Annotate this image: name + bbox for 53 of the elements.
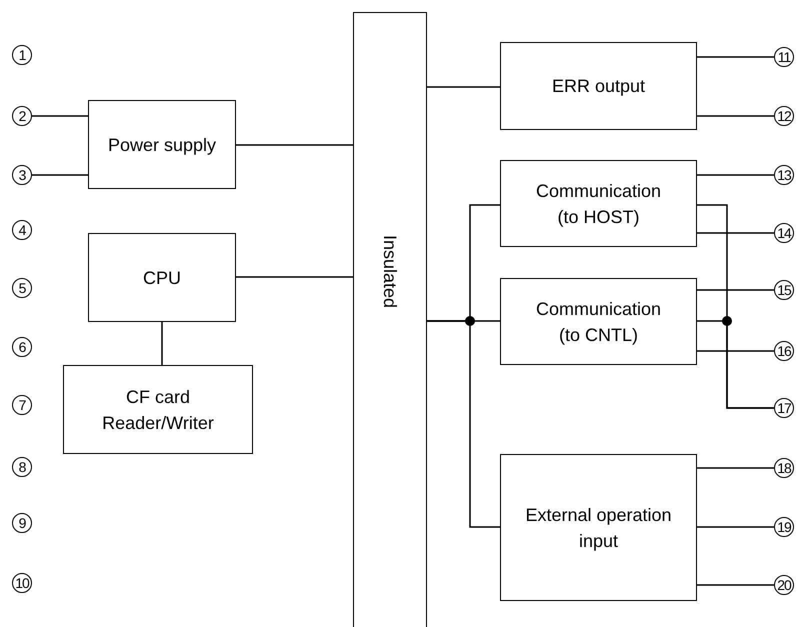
terminal-number: 5	[18, 281, 26, 295]
terminal-number: 1	[18, 48, 26, 62]
process-box	[500, 278, 697, 365]
connector-line	[697, 174, 774, 176]
process-box	[88, 233, 236, 322]
terminal-number: 12	[777, 109, 791, 123]
terminal-number: 6	[18, 340, 26, 354]
process-box	[63, 365, 253, 454]
process-box	[88, 100, 236, 189]
box-label: ERR output	[552, 75, 646, 98]
connector-line	[697, 232, 774, 234]
process-box	[500, 42, 697, 130]
box-label: Power supply	[108, 134, 216, 157]
terminal-number: 8	[18, 460, 26, 474]
connector-line	[427, 86, 500, 88]
terminal-number: 13	[777, 168, 791, 182]
terminal-number: 19	[777, 520, 791, 534]
connector-line	[697, 526, 774, 528]
box-label: CF card Reader/Writer	[101, 386, 215, 434]
box-label: Communication (to CNTL)	[534, 298, 662, 347]
connector-line	[236, 276, 353, 278]
terminal-number: 7	[18, 398, 26, 412]
terminal-number: 3	[18, 168, 26, 182]
band-label: Insulated	[380, 234, 402, 308]
connector-line	[697, 56, 774, 58]
terminal-number: 16	[777, 344, 791, 358]
connector-line	[697, 584, 774, 586]
insulation-band	[353, 12, 427, 627]
connector-line	[427, 320, 500, 528]
connector-line	[697, 289, 774, 291]
terminal-number: 2	[18, 109, 26, 123]
terminal-number: 11	[778, 50, 790, 64]
box-label: Communication (to HOST)	[534, 180, 662, 229]
connector-line	[161, 322, 163, 365]
connector-line	[697, 350, 774, 352]
connector-line	[697, 115, 774, 117]
connector-line	[236, 144, 353, 146]
terminal-number: 14	[777, 226, 791, 240]
terminal-number: 17	[777, 401, 791, 415]
process-box	[500, 454, 697, 601]
terminal-number: 15	[777, 283, 791, 297]
terminal-number: 20	[777, 578, 791, 592]
terminal-number: 18	[777, 461, 791, 475]
connector-line	[697, 467, 774, 469]
connector-line	[32, 115, 88, 117]
terminal-number: 4	[18, 223, 26, 237]
box-label: CPU	[142, 266, 181, 290]
box-label: External operation input	[524, 504, 673, 553]
process-box	[500, 160, 697, 247]
terminal-number: 9	[18, 516, 26, 530]
connector-line	[697, 320, 774, 409]
terminal-number: 10	[15, 576, 29, 590]
connector-line	[32, 174, 88, 176]
